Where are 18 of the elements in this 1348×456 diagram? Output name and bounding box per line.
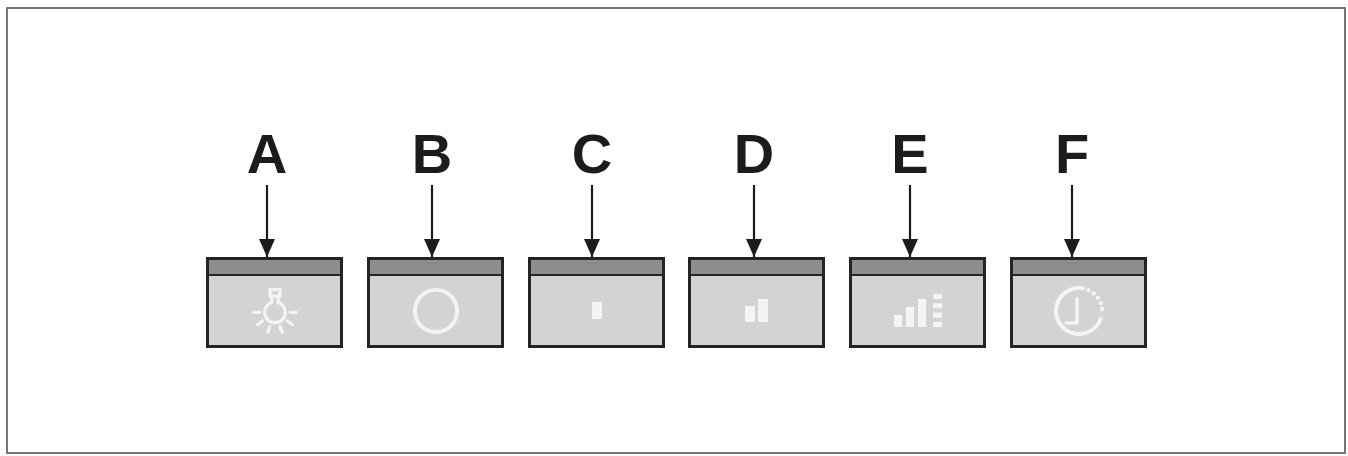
panel-button — [367, 257, 504, 348]
callout-letter: E — [891, 126, 929, 182]
panel-button — [849, 257, 986, 348]
arrow — [424, 185, 440, 257]
callout-letter: B — [411, 126, 453, 182]
arrow — [259, 185, 275, 257]
panel-button — [688, 257, 825, 348]
arrow — [746, 185, 762, 257]
callout-letter: C — [571, 126, 613, 182]
callout-letter: A — [246, 126, 288, 182]
callout-letter: F — [1054, 126, 1090, 182]
panel-button — [1010, 257, 1147, 348]
arrow — [1064, 185, 1080, 257]
panel-button — [206, 257, 343, 348]
arrow — [902, 185, 918, 257]
panel-button — [528, 257, 665, 348]
callout-letter: D — [733, 126, 775, 182]
arrow — [584, 185, 600, 257]
